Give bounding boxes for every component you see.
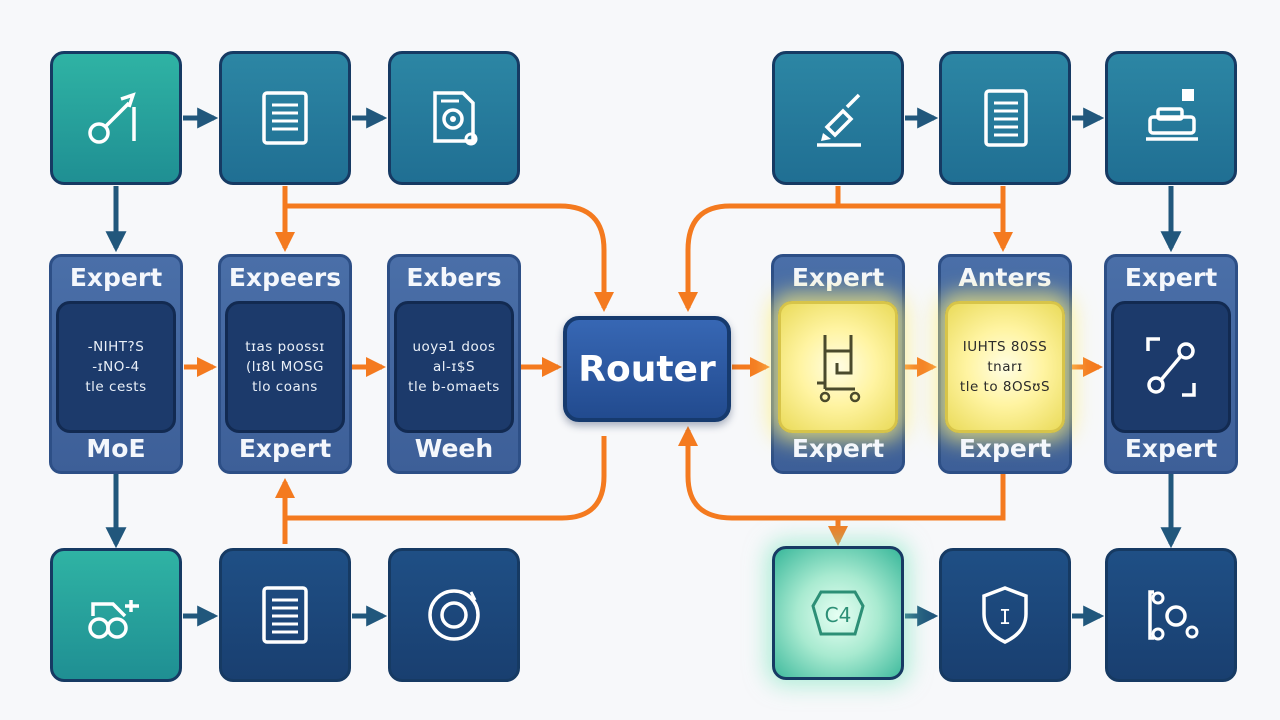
icon-node-bl3	[388, 548, 520, 682]
shield-icon: I	[982, 586, 1028, 644]
router-label: Router	[578, 348, 716, 390]
expert-content	[1111, 301, 1231, 433]
expert-line: tle to 8OSʊS	[959, 379, 1051, 395]
bike-icon	[88, 600, 139, 639]
expert-footer: Weeh	[414, 434, 494, 463]
expert-content: uoyə1 doos al-ɪ$S tle b-omaets	[394, 301, 514, 433]
expert-footer: MoE	[86, 434, 146, 463]
expert-line: tɪas poossɪ	[245, 339, 325, 355]
expert-title: Expert	[1124, 263, 1218, 292]
expert-line: -NIHT?S	[87, 339, 145, 355]
network-icon	[1148, 590, 1199, 641]
icon-node-tl3	[388, 51, 520, 185]
icon-node-tr3	[1105, 51, 1237, 185]
disc-icon	[428, 589, 480, 641]
expert-footer: Expert	[958, 434, 1052, 463]
expert-footer: Expert	[1124, 434, 1218, 463]
expert-title: Expeers	[228, 263, 342, 292]
badge-icon: C4	[811, 590, 865, 636]
document-icon	[984, 89, 1028, 147]
expert-content-highlighted	[778, 301, 898, 433]
expert-title: Expert	[791, 263, 885, 292]
expert-line: tle cests	[85, 379, 147, 395]
expert-title: Expert	[69, 263, 163, 292]
expert-line: -ɪNO-4	[92, 359, 140, 375]
expert-panel-l3: Exbers uoyə1 doos al-ɪ$S tle b-omaets We…	[387, 254, 521, 474]
icon-node-bl1	[50, 548, 182, 682]
expert-content: -NIHT?S -ɪNO-4 tle cests	[56, 301, 176, 433]
icon-node-bl2	[219, 548, 351, 682]
expert-panel-l2: Expeers tɪas poossɪ (lɪ8Ɩ MOSG tlo coans…	[218, 254, 352, 474]
node-link-icon	[1146, 337, 1196, 397]
connector-bottom-right-loop	[678, 426, 1006, 521]
expert-content-highlighted: IUHTS 80SS tnarɪ tle to 8OSʊS	[945, 301, 1065, 433]
printer-icon	[1146, 89, 1198, 141]
icon-node-tr2	[939, 51, 1071, 185]
connector-bottom-left-loop	[275, 436, 607, 521]
document-icon	[262, 586, 308, 644]
icon-node-br1: C4	[772, 546, 904, 680]
expert-line: tlo coans	[252, 379, 318, 395]
file-gear-icon	[433, 91, 478, 146]
expert-panel-r2: Anters IUHTS 80SS tnarɪ tle to 8OSʊS Exp…	[938, 254, 1072, 474]
shield-label: I	[999, 605, 1011, 629]
icon-node-tl2	[219, 51, 351, 185]
expert-footer: Expert	[791, 434, 885, 463]
expert-content: tɪas poossɪ (lɪ8Ɩ MOSG tlo coans	[225, 301, 345, 433]
expert-line: tle b-omaets	[408, 379, 500, 395]
expert-line: (lɪ8Ɩ MOSG	[246, 359, 324, 375]
icon-node-tl1	[50, 51, 182, 185]
badge-label: C4	[825, 603, 852, 627]
brush-icon	[817, 93, 861, 147]
expert-line: IUHTS 80SS	[962, 339, 1048, 355]
expert-footer: Expert	[238, 434, 332, 463]
router-node: Router	[563, 316, 731, 422]
expert-panel-r1: Expert Expert	[771, 254, 905, 474]
connector-top-right-loop	[678, 186, 1006, 312]
expert-line: tnarɪ	[987, 359, 1023, 375]
pen-tool-icon	[88, 92, 136, 144]
expert-line: al-ɪ$S	[432, 359, 476, 375]
expert-panel-l1: Expert -NIHT?S -ɪNO-4 tle cests MoE	[49, 254, 183, 474]
icon-node-br3	[1105, 548, 1237, 682]
expert-line: uoyə1 doos	[412, 339, 496, 355]
circuit-icon	[817, 335, 861, 403]
icon-node-tr1	[772, 51, 904, 185]
expert-panel-r3: Expert Expert	[1104, 254, 1238, 474]
expert-title: Anters	[958, 263, 1052, 292]
icon-node-br2: I	[939, 548, 1071, 682]
connector-top-left-loop	[282, 186, 614, 312]
expert-title: Exbers	[406, 263, 502, 292]
document-icon	[262, 91, 308, 145]
